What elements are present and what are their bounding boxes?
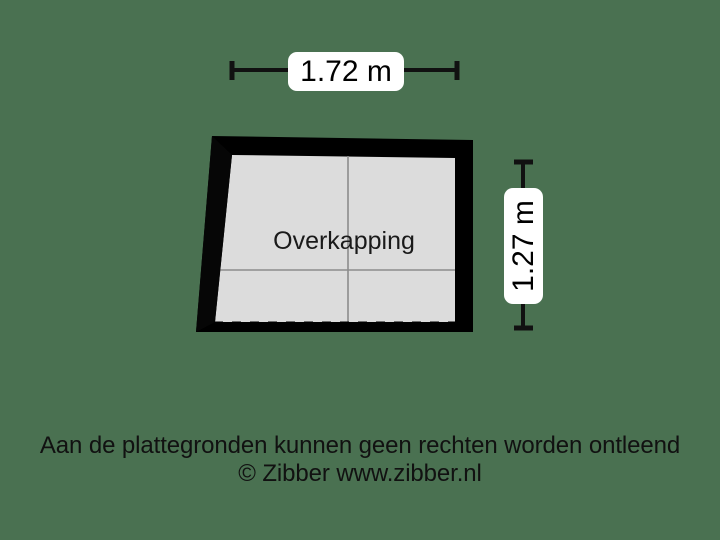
left-wall-shadow <box>196 136 232 332</box>
height-dimension-text: 1.27 m <box>506 200 540 292</box>
room-floor <box>215 155 455 322</box>
footer: Aan de plattegronden kunnen geen rechten… <box>0 432 720 488</box>
width-dimension-text: 1.72 m <box>300 54 392 88</box>
footer-disclaimer: Aan de plattegronden kunnen geen rechten… <box>39 432 681 459</box>
footer-copyright: © Zibber www.zibber.nl <box>238 459 482 487</box>
height-dimension-label: 1.27 m <box>504 188 543 304</box>
width-dimension-label: 1.72 m <box>288 52 404 91</box>
floor-grid-lines <box>219 156 455 322</box>
room-label: Overkapping <box>273 227 415 255</box>
